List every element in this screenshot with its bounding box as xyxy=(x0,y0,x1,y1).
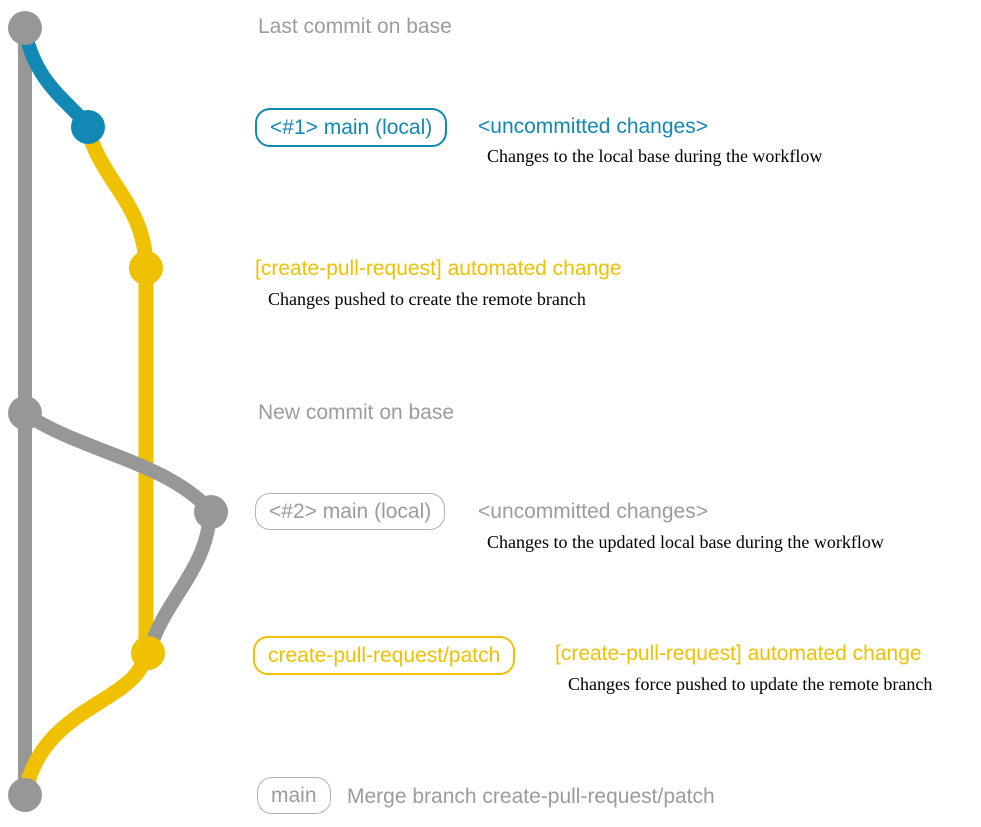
last-commit-label: Last commit on base xyxy=(258,15,452,38)
branch-badge-main-local-2: <#2> main (local) xyxy=(255,493,446,530)
commit-dot-merge xyxy=(8,778,42,812)
branch-badge-patch: create-pull-request/patch xyxy=(253,636,516,675)
description-local-base: Changes to the local base during the wor… xyxy=(487,146,823,166)
commit-dot-local-main-2 xyxy=(194,495,228,529)
uncommitted-changes-label-1: <uncommitted changes> xyxy=(478,115,708,138)
rebased-local-branch-line xyxy=(20,408,216,516)
description-push-create: Changes pushed to create the remote bran… xyxy=(268,289,586,309)
commit-graph xyxy=(8,11,228,812)
commit-dot-new-base xyxy=(8,396,42,430)
description-updated-local-base: Changes to the updated local base during… xyxy=(487,532,884,552)
new-commit-label: New commit on base xyxy=(258,401,455,424)
branch-badge-main: main xyxy=(257,777,331,814)
merge-commit-label: Merge branch create-pull-request/patch xyxy=(347,785,715,808)
rebased-to-patch-line xyxy=(143,506,217,656)
commit-dot-last-base xyxy=(8,11,42,45)
automated-change-label-1: [create-pull-request] automated change xyxy=(255,257,622,280)
description-force-push: Changes force pushed to update the remot… xyxy=(568,674,933,694)
uncommitted-changes-label-2: <uncommitted changes> xyxy=(478,500,708,523)
local-main-branch-line xyxy=(18,25,94,131)
branch-badge-main-local-1: <#1> main (local) xyxy=(255,108,448,147)
commit-dot-local-main-1 xyxy=(71,110,105,144)
commit-dot-automated-change-1 xyxy=(129,251,163,285)
automated-change-label-2: [create-pull-request] automated change xyxy=(555,642,922,665)
commit-dot-automated-change-2 xyxy=(131,636,165,670)
